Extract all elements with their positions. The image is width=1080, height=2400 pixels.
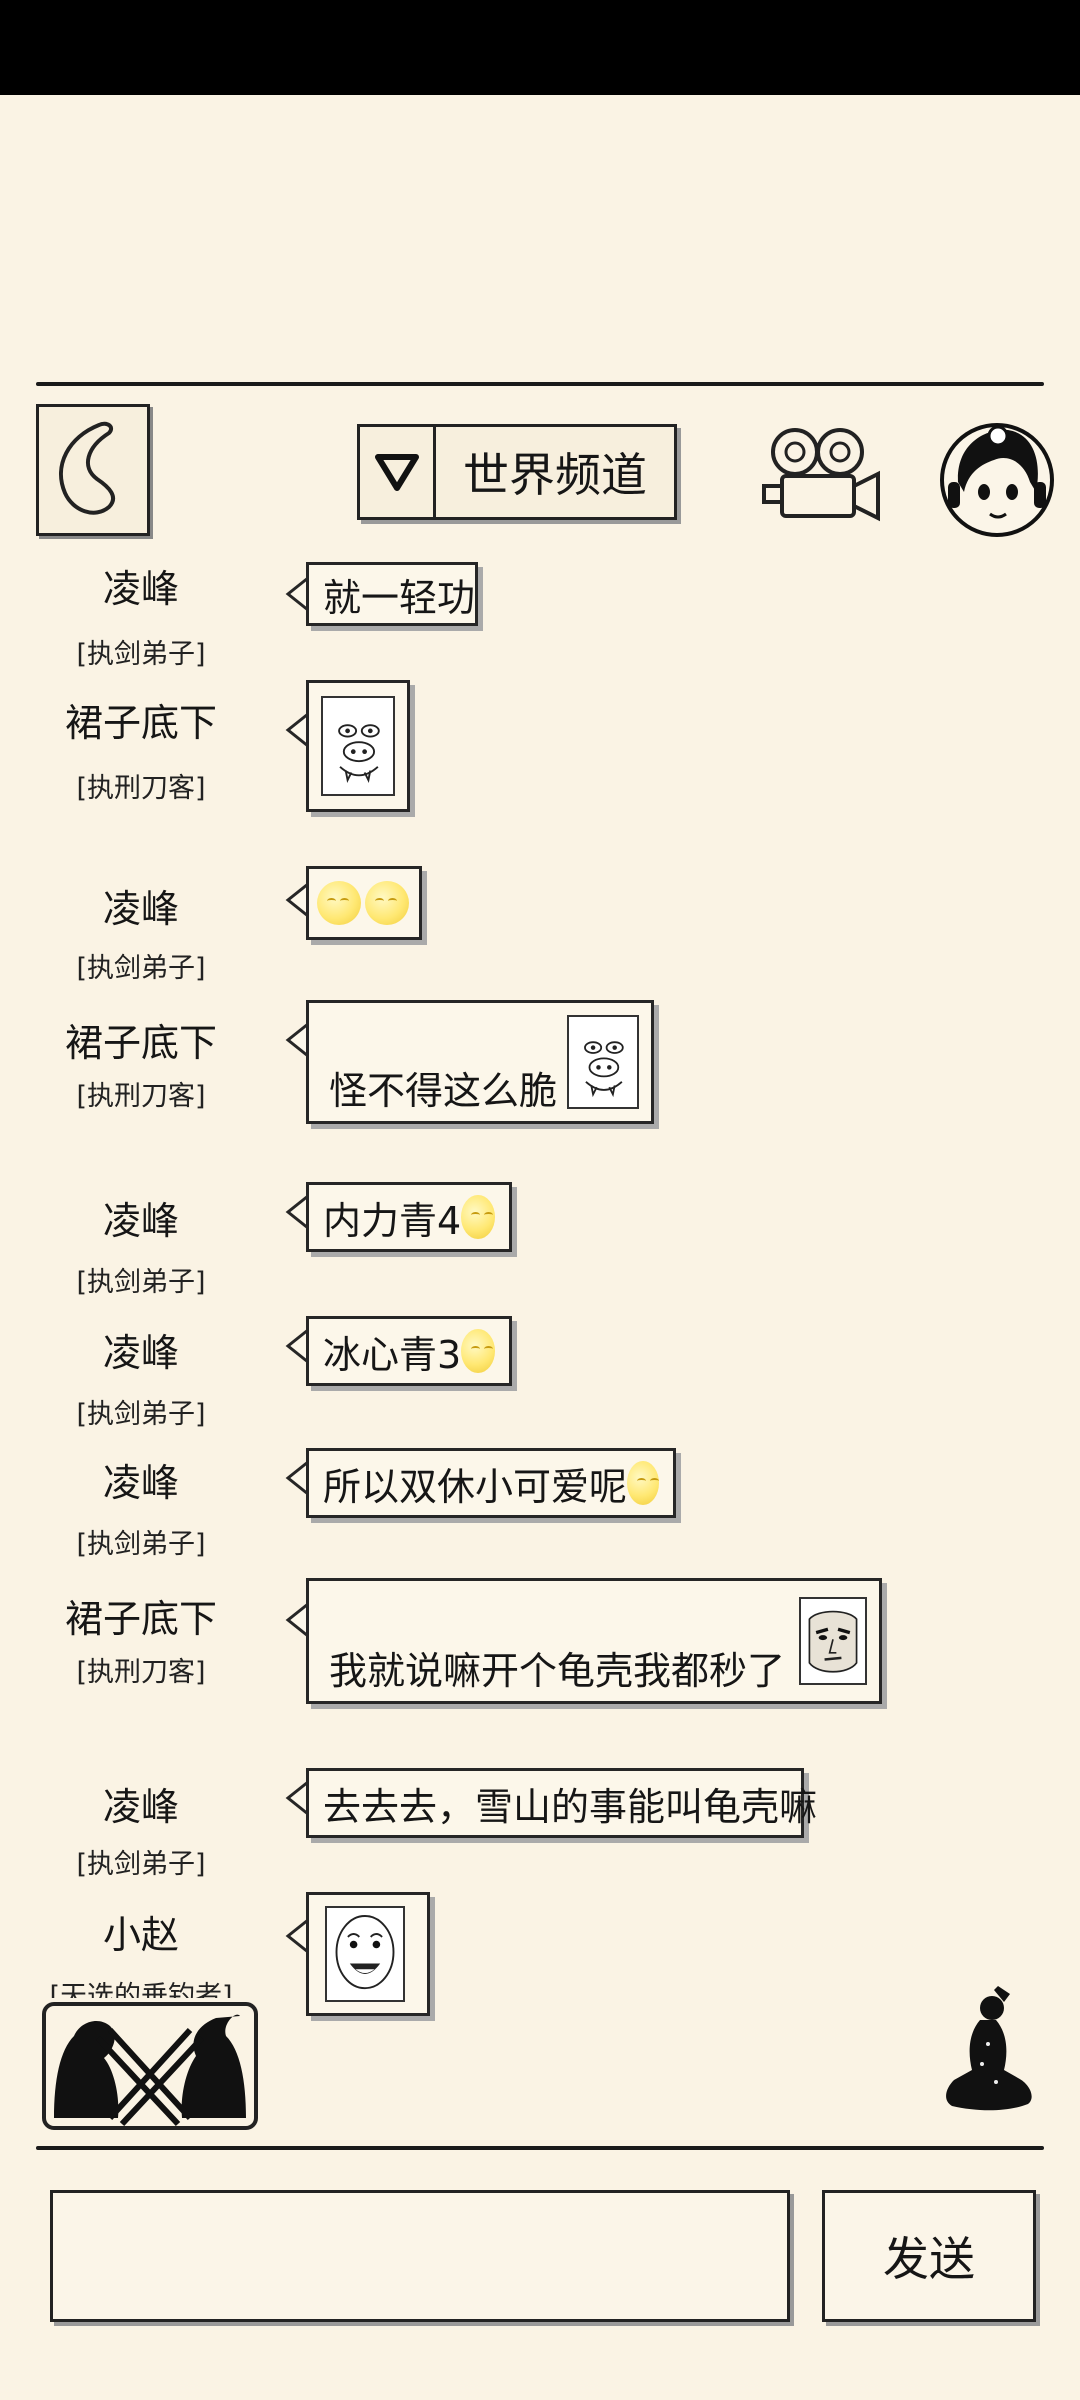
back-button[interactable]	[36, 404, 150, 536]
sender-name[interactable]: 凌峰	[102, 1785, 179, 1829]
pig-face-sticker	[321, 696, 395, 796]
sender-title: [执剑弟子]	[76, 1267, 206, 1298]
channel-title: 世界频道	[463, 448, 647, 502]
moon-face-emoji	[317, 881, 361, 925]
bubble-tail	[285, 712, 308, 748]
sender-title: [执剑弟子]	[76, 1849, 206, 1880]
message-text: 内力青4	[323, 1198, 462, 1243]
moon-face-emoji	[365, 881, 409, 925]
message-text: 去去去，雪山的事能叫龟壳嘛	[323, 1784, 818, 1829]
meditating-figure-icon[interactable]	[938, 1984, 1038, 2114]
message-text: 所以双休小可爱呢	[323, 1464, 628, 1509]
sender-name[interactable]: 小赵	[102, 1913, 179, 1957]
sender-name[interactable]: 裙子底下	[64, 1021, 217, 1065]
message-bubble[interactable]: 冰心青3	[306, 1316, 512, 1386]
sender-title: [执剑弟子]	[76, 639, 206, 670]
bubble-tail	[285, 1918, 308, 1954]
header-divider	[36, 382, 1044, 386]
moon-face-emoji	[461, 1195, 495, 1239]
sender-name[interactable]: 凌峰	[102, 1331, 179, 1375]
bubble-tail	[285, 1780, 308, 1816]
sender-title: [执刑刀客]	[76, 773, 206, 804]
message-bubble[interactable]: 就一轻功	[306, 562, 478, 626]
sender-title: [天选的垂钓者]	[49, 1981, 233, 1998]
sender-name[interactable]: 裙子底下	[64, 701, 217, 745]
message-bubble[interactable]	[306, 1892, 430, 2016]
moon-face-emoji	[461, 1329, 495, 1373]
dropdown-triangle-icon[interactable]	[360, 427, 436, 517]
message-bubble[interactable]: 去去去，雪山的事能叫龟壳嘛	[306, 1768, 817, 1838]
bubble-tail	[285, 882, 308, 918]
message-bubble[interactable]: 我就说嘛开个龟壳我都秒了	[306, 1578, 882, 1704]
status-bar	[0, 0, 1080, 95]
sender-title: [执剑弟子]	[76, 953, 206, 984]
message-bubble[interactable]: 内力青4	[306, 1182, 512, 1252]
bubble-tail	[285, 576, 308, 612]
sender-title: [执刑刀客]	[76, 1081, 206, 1112]
bubble-tail	[285, 1194, 308, 1230]
sender-title: [执剑弟子]	[76, 1529, 206, 1560]
video-camera-icon[interactable]	[760, 420, 885, 530]
pk-duel-icon[interactable]	[40, 2000, 260, 2132]
message-text: 就一轻功	[323, 575, 476, 620]
bubble-tail	[285, 1602, 308, 1638]
message-bubble[interactable]: 所以双休小可爱呢	[306, 1448, 676, 1518]
sender-name[interactable]: 凌峰	[102, 887, 179, 931]
sender-title: [执刑刀客]	[76, 1657, 206, 1688]
message-bubble[interactable]	[306, 680, 410, 812]
bubble-tail	[285, 1022, 308, 1058]
bubble-tail	[285, 1328, 308, 1364]
message-bubble[interactable]: 怪不得这么脆	[306, 1000, 654, 1124]
laughing-face-sticker	[325, 1906, 405, 2002]
sender-name[interactable]: 裙子底下	[64, 1597, 217, 1641]
sender-name[interactable]: 凌峰	[102, 1199, 179, 1243]
message-text: 我就说嘛开个龟壳我都秒了	[329, 1648, 786, 1693]
sender-title: [执剑弟子]	[76, 1399, 206, 1430]
composer-divider	[36, 2146, 1044, 2150]
moon-face-emoji	[627, 1461, 659, 1505]
message-input[interactable]	[50, 2190, 790, 2322]
back-icon	[59, 421, 116, 515]
message-text: 冰心青3	[323, 1332, 462, 1377]
message-text: 怪不得这么脆	[329, 1068, 558, 1113]
sender-name[interactable]: 凌峰	[102, 1461, 179, 1505]
sender-name[interactable]: 凌峰	[102, 567, 179, 611]
channel-selector[interactable]: 世界频道	[357, 424, 677, 520]
smug-face-sticker	[799, 1597, 867, 1685]
avatar[interactable]	[938, 412, 1056, 548]
message-bubble[interactable]	[306, 866, 422, 940]
bubble-tail	[285, 1460, 308, 1496]
pig-face-sticker	[567, 1015, 639, 1109]
send-button[interactable]: 发送	[822, 2190, 1036, 2322]
